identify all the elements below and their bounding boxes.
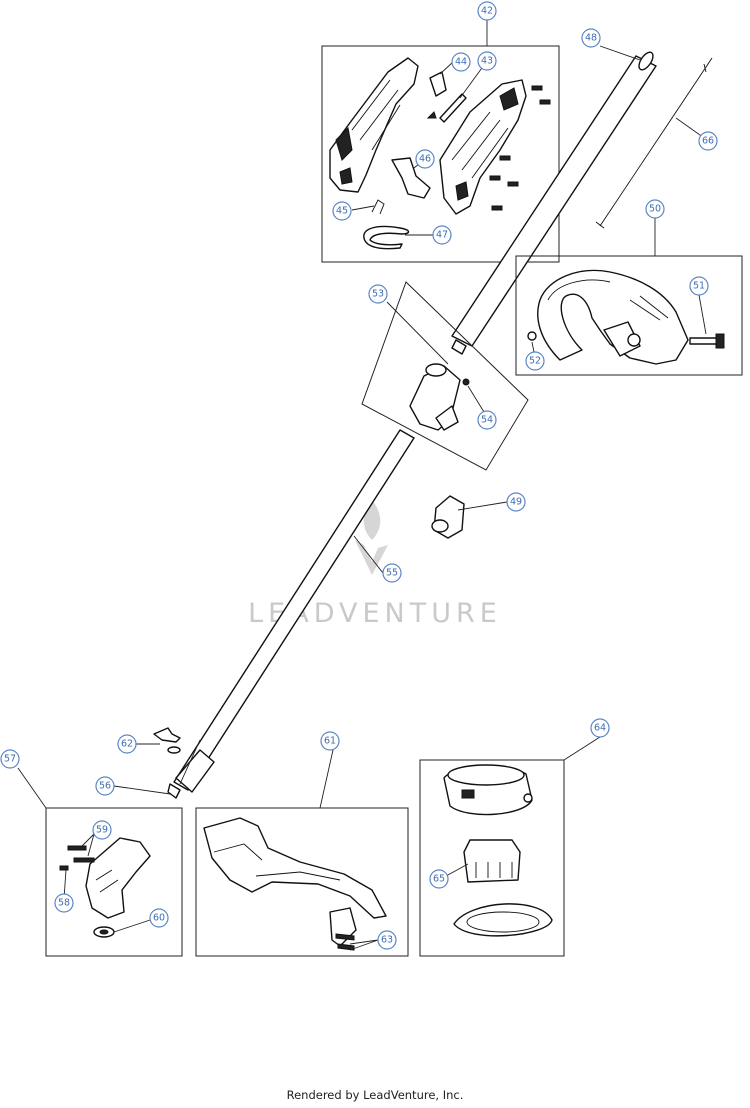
callout-60[interactable]: 60 [149, 908, 169, 928]
svg-text:45: 45 [336, 206, 348, 217]
svg-text:63: 63 [381, 935, 393, 946]
screw-58 [59, 865, 69, 871]
washer-60 [93, 926, 115, 938]
svg-text:50: 50 [649, 204, 661, 215]
svg-text:51: 51 [693, 281, 705, 292]
callout-49[interactable]: 49 [506, 492, 526, 512]
callout-54[interactable]: 54 [477, 410, 497, 430]
svg-text:56: 56 [99, 781, 111, 792]
svg-text:59: 59 [96, 825, 108, 836]
guard-61 [203, 817, 387, 951]
footer-credit: Rendered by LeadVenture, Inc. [286, 1088, 464, 1102]
callout-66[interactable]: 66 [698, 131, 718, 151]
svg-text:64: 64 [594, 723, 606, 734]
handle-housing-right [439, 79, 527, 215]
callout-50[interactable]: 50 [645, 199, 665, 219]
group-box-64 [419, 759, 565, 957]
throttle-cable-66 [595, 57, 713, 229]
callout-42[interactable]: 42 [477, 1, 497, 21]
clip-part-47 [363, 225, 410, 250]
callout-57[interactable]: 57 [0, 749, 20, 769]
callout-65[interactable]: 65 [429, 869, 449, 889]
clamp-part-49 [431, 495, 465, 539]
svg-text:58: 58 [58, 898, 70, 909]
svg-text:52: 52 [529, 356, 541, 367]
group-box-42 [321, 45, 560, 263]
callout-62[interactable]: 62 [117, 734, 137, 754]
screws-59 [67, 845, 95, 863]
callout-48[interactable]: 48 [581, 28, 601, 48]
callout-63[interactable]: 63 [377, 930, 397, 950]
svg-text:48: 48 [585, 33, 597, 44]
coupler-part-53 [409, 363, 461, 431]
callout-47[interactable]: 47 [432, 225, 452, 245]
callout-59[interactable]: 59 [92, 820, 112, 840]
callout-43[interactable]: 43 [477, 51, 497, 71]
svg-text:44: 44 [455, 57, 467, 68]
upper-shaft-48 [451, 51, 657, 355]
rod-part-43 [426, 93, 467, 123]
bolt-51 [689, 333, 725, 349]
svg-text:61: 61 [324, 736, 336, 747]
group-box-61 [195, 807, 409, 957]
svg-text:49: 49 [510, 497, 522, 508]
svg-text:46: 46 [419, 154, 431, 165]
screws-handle [489, 85, 551, 211]
handle-housing-left [329, 57, 419, 193]
group-box-53 [361, 281, 529, 471]
gearhead-57 [85, 837, 151, 919]
svg-text:66: 66 [702, 136, 714, 147]
callout-53[interactable]: 53 [368, 284, 388, 304]
callout-44[interactable]: 44 [451, 52, 471, 72]
svg-text:55: 55 [386, 568, 398, 579]
spool-cap-64 [443, 764, 533, 816]
callout-61[interactable]: 61 [320, 731, 340, 751]
callout-45[interactable]: 45 [332, 201, 352, 221]
spool-65 [463, 839, 521, 883]
svg-text:43: 43 [481, 56, 493, 67]
callout-58[interactable]: 58 [54, 893, 74, 913]
svg-text:60: 60 [153, 913, 165, 924]
watermark-logo [355, 500, 388, 575]
lower-shaft-55 [167, 429, 415, 799]
group-box-50 [515, 255, 743, 376]
group-box-57 [45, 807, 183, 957]
wing-bolt-62 [153, 727, 181, 754]
callout-56[interactable]: 56 [95, 776, 115, 796]
spring-part-45 [371, 199, 385, 215]
callout-51[interactable]: 51 [689, 276, 709, 296]
leader-lines [17, 20, 708, 951]
callout-55[interactable]: 55 [382, 563, 402, 583]
callout-46[interactable]: 46 [415, 149, 435, 169]
switch-part-44 [429, 71, 447, 97]
svg-text:54: 54 [481, 415, 493, 426]
svg-text:42: 42 [481, 6, 493, 17]
svg-text:47: 47 [436, 230, 448, 241]
svg-text:62: 62 [121, 739, 133, 750]
screw-54 [462, 378, 470, 386]
trigger-part-46 [391, 157, 431, 199]
assist-handle-50 [537, 269, 689, 365]
svg-text:53: 53 [372, 289, 384, 300]
spool-base-64 [453, 903, 553, 937]
callout-52[interactable]: 52 [525, 351, 545, 371]
svg-text:65: 65 [433, 874, 445, 885]
svg-text:57: 57 [4, 754, 16, 765]
callout-64[interactable]: 64 [590, 718, 610, 738]
nut-52 [527, 331, 537, 341]
